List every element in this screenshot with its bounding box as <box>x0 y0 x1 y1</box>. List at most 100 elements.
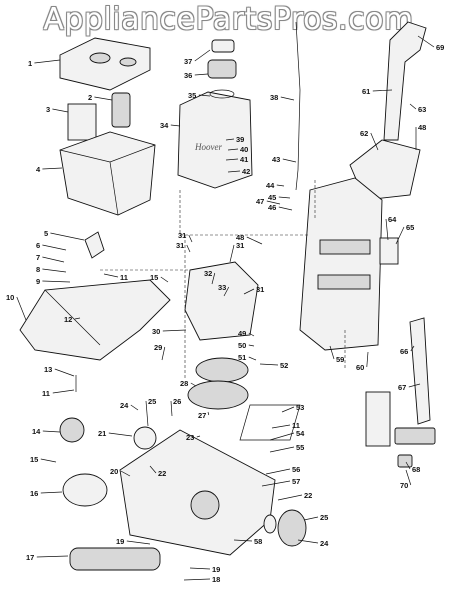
callout-label-c11b: 11 <box>42 389 50 398</box>
callout-leader-c26 <box>170 400 173 417</box>
callout-label-c64: 64 <box>388 215 397 224</box>
callout-label-c52: 52 <box>280 361 288 370</box>
callout-label-c25a: 25 <box>148 397 156 406</box>
callout-leader-c35 <box>198 94 211 97</box>
callout-leader-c61 <box>372 89 393 92</box>
callout-leader-c20 <box>120 470 131 477</box>
callout-label-c60: 60 <box>356 363 364 372</box>
callout-leader-c8 <box>42 268 67 273</box>
callout-label-c65: 65 <box>406 223 414 232</box>
callout-label-c24b: 24 <box>320 539 329 548</box>
callout-leader-c52 <box>259 363 279 366</box>
part-motor-housing <box>184 261 259 341</box>
callout-label-c5: 5 <box>44 229 48 238</box>
callout-label-c59: 59 <box>336 355 344 364</box>
callout-leader-c50 <box>248 344 255 347</box>
callout-leader-c43 <box>282 158 297 163</box>
callout-leader-c9 <box>42 280 71 283</box>
part-nozzle-hood <box>19 279 171 361</box>
callout-leader-c5 <box>50 232 85 241</box>
callout-label-c27: 27 <box>198 411 206 420</box>
callout-leader-c59 <box>329 345 335 360</box>
callout-leader-c46 <box>278 206 293 211</box>
callout-label-c39: 39 <box>236 135 244 144</box>
callout-leader-c39 <box>225 138 235 141</box>
callout-label-c11c: 11 <box>292 421 300 430</box>
callout-label-c49: 49 <box>238 329 246 338</box>
callout-leader-c13 <box>54 368 75 377</box>
callout-leader-c17 <box>36 555 69 558</box>
part-upper-handle <box>383 21 427 141</box>
callout-leader-c30 <box>162 329 187 332</box>
callout-label-c12: 12 <box>64 315 72 324</box>
callout-label-c41: 41 <box>240 155 248 164</box>
callout-label-c10: 10 <box>6 293 14 302</box>
callout-leader-c55 <box>269 446 295 453</box>
callout-leader-c18 <box>183 578 211 581</box>
callout-leader-c47 <box>266 200 281 205</box>
callout-label-c38: 38 <box>270 93 278 102</box>
callout-leader-c62 <box>370 132 379 151</box>
callout-leader-c37 <box>194 49 211 62</box>
callout-label-c22b: 22 <box>304 491 312 500</box>
callout-leader-c22a <box>149 465 157 474</box>
callout-label-c32: 32 <box>204 269 212 278</box>
callout-leader-c32 <box>211 272 216 285</box>
callout-label-c15b: 15 <box>30 455 38 464</box>
callout-leader-c58 <box>233 539 253 542</box>
callout-label-c29: 29 <box>154 343 162 352</box>
callout-label-c7: 7 <box>36 253 40 262</box>
callout-leader-c56 <box>265 468 291 475</box>
callout-leader-c66 <box>410 345 415 352</box>
part-brush-roll <box>69 547 161 571</box>
callout-label-c33: 33 <box>218 283 226 292</box>
callout-leader-c45 <box>278 196 291 199</box>
callout-leader-c14 <box>42 430 61 433</box>
callout-leader-c19b <box>189 567 211 570</box>
callout-label-c24a: 24 <box>120 401 129 410</box>
callout-label-c44: 44 <box>266 181 275 190</box>
callout-label-c3: 3 <box>46 105 50 114</box>
callout-leader-c21 <box>108 432 133 437</box>
callout-leader-c28 <box>190 382 197 387</box>
callout-leader-c65 <box>395 226 405 245</box>
callout-label-c54: 54 <box>296 429 305 438</box>
callout-leader-c24a <box>130 404 139 411</box>
callout-leader-c23 <box>196 435 201 438</box>
callout-label-c47: 47 <box>256 197 264 206</box>
callout-label-c35: 35 <box>188 91 196 100</box>
callout-label-c34: 34 <box>160 121 169 130</box>
callout-label-c18: 18 <box>212 575 220 584</box>
callout-leader-c67 <box>408 383 421 388</box>
callout-label-c48b: 48 <box>418 123 426 132</box>
part-tank-body <box>59 131 156 216</box>
callout-leader-c31a <box>186 244 191 253</box>
callout-label-c43: 43 <box>272 155 280 164</box>
part-tank-lid <box>59 37 151 91</box>
callout-leader-c69 <box>417 35 435 48</box>
callout-label-c17: 17 <box>26 553 34 562</box>
callout-label-c13: 13 <box>44 365 52 374</box>
part-solution-tank <box>177 91 253 189</box>
callout-leader-c38 <box>280 96 295 101</box>
callout-leader-c63 <box>409 103 417 110</box>
callout-label-c30: 30 <box>152 327 160 336</box>
callout-label-c6: 6 <box>36 241 40 250</box>
callout-leader-c29 <box>161 346 166 361</box>
callout-leader-c15a <box>160 276 169 283</box>
callout-label-c51: 51 <box>238 353 246 362</box>
callout-label-c53: 53 <box>296 403 304 412</box>
callout-label-c4: 4 <box>36 165 41 174</box>
callout-label-c45: 45 <box>268 193 276 202</box>
callout-label-c1: 1 <box>28 59 32 68</box>
callout-leader-c7 <box>42 256 65 263</box>
callout-leader-c54 <box>269 432 295 441</box>
callout-label-c69: 69 <box>436 43 444 52</box>
callout-leader-c11b <box>52 389 75 394</box>
callout-label-c70: 70 <box>400 481 408 490</box>
callout-label-c50: 50 <box>238 341 246 350</box>
callout-label-c58: 58 <box>254 537 262 546</box>
callout-leader-c11a <box>103 273 119 278</box>
callout-label-c31b: 31 <box>178 231 186 240</box>
callout-label-c21: 21 <box>98 429 106 438</box>
